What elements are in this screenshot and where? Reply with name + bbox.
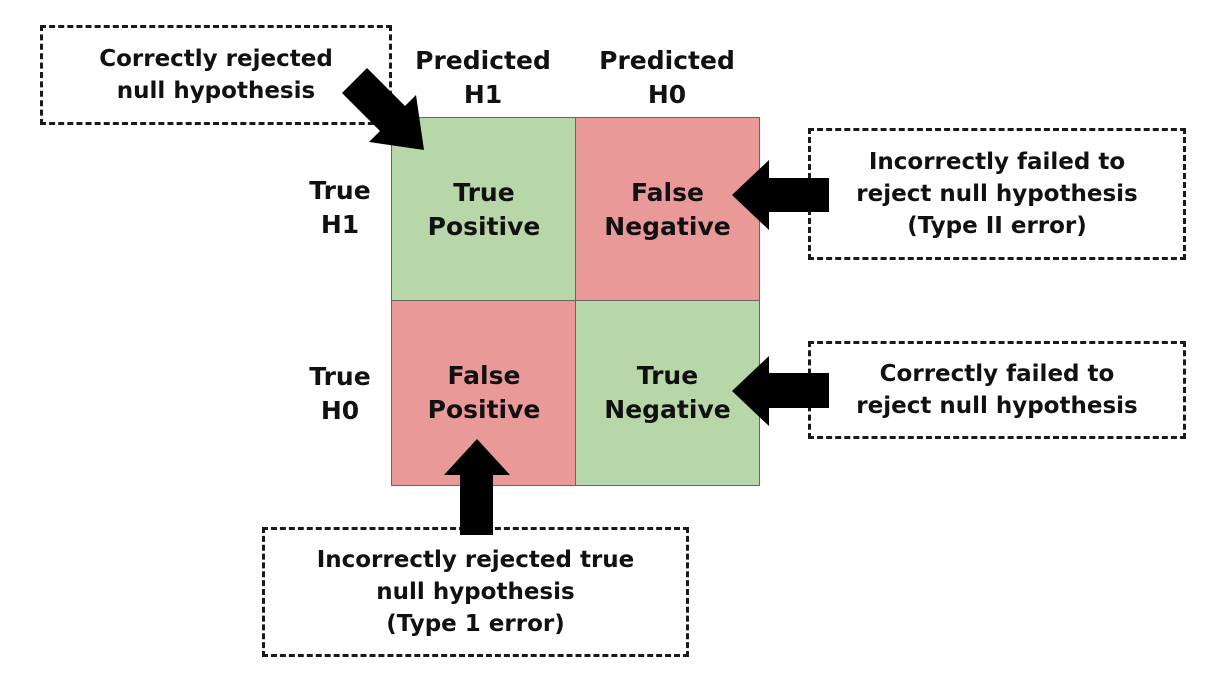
header-predicted-h0: Predicted H0 [599,46,735,109]
arrow-to-false-positive [444,439,510,535]
header-true-h0: True H0 [309,362,371,425]
cell-true-negative: True Negative [575,300,760,486]
arrow-to-true-positive [342,68,424,150]
callout-type-1-error: Incorrectly rejected true null hypothesi… [262,527,689,657]
arrow-to-false-negative [732,160,829,230]
callout-correctly-failed: Correctly failed to reject null hypothes… [808,341,1186,439]
callout-correctly-rejected: Correctly rejected null hypothesis [40,25,392,125]
callout-type-ii-error: Incorrectly failed to reject null hypoth… [808,128,1186,260]
arrow-to-true-negative [732,356,829,426]
header-predicted-h1: Predicted H1 [415,46,551,109]
header-true-h1: True H1 [309,176,371,239]
